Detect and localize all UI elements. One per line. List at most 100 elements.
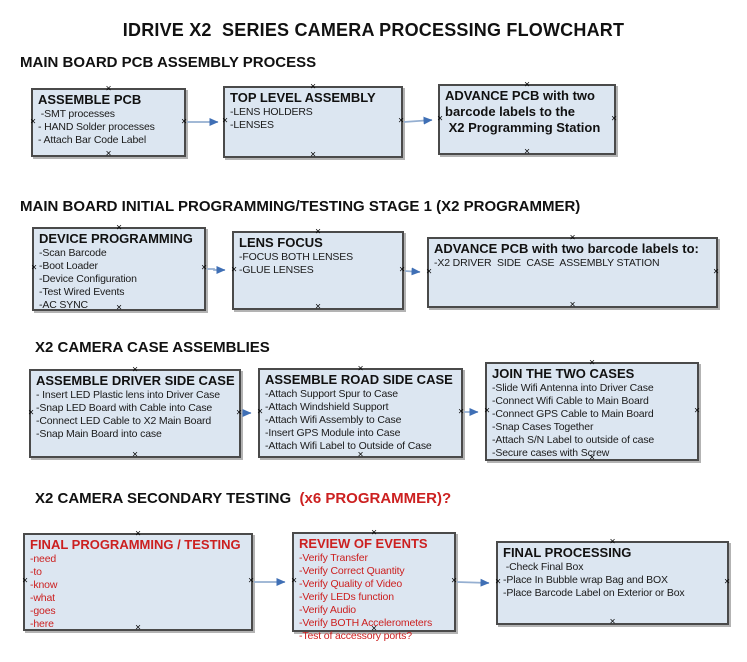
flow-box-lens-focus[interactable]: LENS FOCUS -FOCUS BOTH LENSES-GLUE LENSE… xyxy=(231,226,405,313)
connection-handle-bottom[interactable]: × xyxy=(315,301,321,313)
flow-box-join-the-two-cases[interactable]: JOIN THE TWO CASES -Slide Wifi Antenna i… xyxy=(484,357,700,464)
connection-handle-bottom[interactable]: × xyxy=(105,148,112,160)
box-header: DEVICE PROGRAMMING xyxy=(39,231,193,246)
flow-box-assemble-driver-side-case[interactable]: ASSEMBLE DRIVER SIDE CASE - Insert LED P… xyxy=(28,364,242,461)
box-items: -Attach Support Spur to Case-Attach Wind… xyxy=(265,388,456,453)
box-header: ADVANCE PCB with two barcode labels to t… xyxy=(445,88,601,135)
connection-handle-top[interactable]: × xyxy=(135,528,141,540)
box-item: -Slide Wifi Antenna into Driver Case xyxy=(492,382,654,394)
connection-handle-right[interactable]: × xyxy=(694,405,700,417)
box-item: -Snap Main Board into case xyxy=(36,428,162,440)
connection-handle-left[interactable]: × xyxy=(426,266,432,278)
flow-box-advance-to-driver-station[interactable]: ADVANCE PCB with two barcode labels to: … xyxy=(426,232,719,311)
box-items: -Scan Barcode-Boot Loader-Device Configu… xyxy=(39,247,199,312)
connection-handle-bottom[interactable]: × xyxy=(357,449,364,461)
connection-handle-bottom[interactable]: × xyxy=(116,302,122,314)
connection-handle-right[interactable]: × xyxy=(398,115,404,127)
connection-handle-top[interactable]: × xyxy=(371,527,377,539)
connection-handle-bottom[interactable]: × xyxy=(609,616,616,628)
box-items: -SMT processes- HAND Solder processes- A… xyxy=(38,108,179,147)
box-item: -X2 DRIVER SIDE CASE ASSEMBLY STATION xyxy=(434,257,660,269)
connection-handle-left[interactable]: × xyxy=(28,407,34,419)
page-title: IDRIVE X2 SERIES CAMERA PROCESSING FLOWC… xyxy=(122,20,625,40)
connection-handle-right[interactable]: × xyxy=(201,262,207,274)
connection-handle-top[interactable]: × xyxy=(310,81,316,93)
flow-box-final-programming-testing[interactable]: FINAL PROGRAMMING / TESTING -need-to-kno… xyxy=(22,528,254,634)
connection-handle-bottom[interactable]: × xyxy=(569,299,576,311)
connection-handle-left[interactable]: × xyxy=(31,262,37,274)
connection-handle-top[interactable]: × xyxy=(589,357,595,369)
box-item: -Verify Audio xyxy=(299,604,356,616)
box-header: FINAL PROGRAMMING / TESTING xyxy=(30,537,241,552)
connection-handle-left[interactable]: × xyxy=(222,115,228,127)
box-item: -Connect GPS Cable to Main Board xyxy=(492,408,654,420)
connection-handle-right[interactable]: × xyxy=(458,406,464,418)
connection-handle-right[interactable]: × xyxy=(451,575,457,587)
connection-handle-bottom[interactable]: × xyxy=(371,623,377,635)
box-item: -Test Wired Events xyxy=(39,286,125,298)
connection-handle-left[interactable]: × xyxy=(22,575,28,587)
connection-handle-top[interactable]: × xyxy=(524,79,530,91)
connection-handle-bottom[interactable]: × xyxy=(132,449,138,461)
connection-handle-bottom[interactable]: × xyxy=(135,622,141,634)
flow-box-top-level-assembly[interactable]: TOP LEVEL ASSEMBLY -LENS HOLDERS-LENSES … xyxy=(222,81,404,161)
connection-handle-right[interactable]: × xyxy=(236,407,242,419)
box-item: -Attach Support Spur to Case xyxy=(265,388,398,400)
connection-handle-left[interactable]: × xyxy=(291,575,297,587)
connection-handle-left[interactable]: × xyxy=(30,116,36,128)
flow-box-final-processing[interactable]: FINAL PROCESSING -Check Final Box-Place … xyxy=(495,536,730,628)
box-item: -Snap Cases Together xyxy=(492,421,594,433)
box-items: - Insert LED Plastic lens into Driver Ca… xyxy=(36,389,234,441)
connection-handle-right[interactable]: × xyxy=(713,266,719,278)
connection-handle-bottom[interactable]: × xyxy=(589,452,595,464)
box-item: -Attach Windshield Support xyxy=(265,401,389,413)
box-header: LENS FOCUS xyxy=(239,235,323,250)
connection-handle-top[interactable]: × xyxy=(116,222,122,234)
connector-arrow-r2-2[interactable] xyxy=(404,267,421,276)
flow-box-advance-to-programming-station[interactable]: ADVANCE PCB with two barcode labels to t… xyxy=(437,79,617,158)
connection-handle-right[interactable]: × xyxy=(724,576,730,588)
flow-box-assemble-road-side-case[interactable]: ASSEMBLE ROAD SIDE CASE -Attach Support … xyxy=(257,363,464,461)
box-item: -Place In Bubble wrap Bag and BOX xyxy=(503,574,668,586)
connection-handle-left[interactable]: × xyxy=(257,406,263,418)
connection-handle-top[interactable]: × xyxy=(609,536,616,548)
section-heading-secondary-testing: X2 CAMERA SECONDARY TESTING (x6 PROGRAMM… xyxy=(35,490,451,507)
connection-handle-left[interactable]: × xyxy=(231,264,237,276)
connection-handle-top[interactable]: × xyxy=(357,363,364,375)
box-items: -Check Final Box-Place In Bubble wrap Ba… xyxy=(503,561,722,600)
box-items: -FOCUS BOTH LENSES-GLUE LENSES xyxy=(239,251,397,277)
box-header: ASSEMBLE PCB xyxy=(38,92,142,107)
box-item: -Insert GPS Module into Case xyxy=(265,427,401,439)
connection-handle-left[interactable]: × xyxy=(484,405,490,417)
connector-arrow-r2-1[interactable] xyxy=(207,266,226,274)
connection-handle-bottom[interactable]: × xyxy=(310,149,316,161)
box-item: -Secure cases with Screw xyxy=(492,447,610,459)
connection-handle-top[interactable]: × xyxy=(105,83,112,95)
box-item: -Verify Transfer xyxy=(299,552,368,564)
box-item: -LENSES xyxy=(230,119,274,131)
section-heading-case-assemblies: X2 CAMERA CASE ASSEMBLIES xyxy=(35,339,270,356)
connector-arrow-r1-2[interactable] xyxy=(403,116,433,125)
connection-handle-right[interactable]: × xyxy=(248,575,254,587)
connection-handle-left[interactable]: × xyxy=(437,113,443,125)
connection-handle-left[interactable]: × xyxy=(495,576,501,588)
section-heading-red-part: (x6 PROGRAMMER)? xyxy=(299,490,452,507)
flow-box-assemble-pcb[interactable]: ASSEMBLE PCB -SMT processes- HAND Solder… xyxy=(30,83,187,160)
box-header: JOIN THE TWO CASES xyxy=(492,366,635,381)
section-heading-pcb-assembly: MAIN BOARD PCB ASSEMBLY PROCESS xyxy=(20,54,317,71)
connection-handle-right[interactable]: × xyxy=(181,116,187,128)
connection-handle-top[interactable]: × xyxy=(132,364,138,376)
box-item: -Boot Loader xyxy=(39,260,98,272)
connection-handle-top[interactable]: × xyxy=(315,226,321,238)
flow-box-review-of-events[interactable]: REVIEW OF EVENTS -Verify Transfer-Verify… xyxy=(291,527,457,642)
connector-arrow-r4-2[interactable] xyxy=(456,578,490,587)
flow-box-device-programming[interactable]: DEVICE PROGRAMMING -Scan Barcode-Boot Lo… xyxy=(31,222,207,314)
box-items: -need-to-know-what-goes-here xyxy=(30,553,246,631)
box-item: -Scan Barcode xyxy=(39,247,107,259)
connection-handle-right[interactable]: × xyxy=(399,264,405,276)
connection-handle-bottom[interactable]: × xyxy=(524,146,530,158)
connection-handle-right[interactable]: × xyxy=(611,113,617,125)
connection-handle-top[interactable]: × xyxy=(569,232,576,244)
box-items: -LENS HOLDERS-LENSES xyxy=(230,106,396,132)
